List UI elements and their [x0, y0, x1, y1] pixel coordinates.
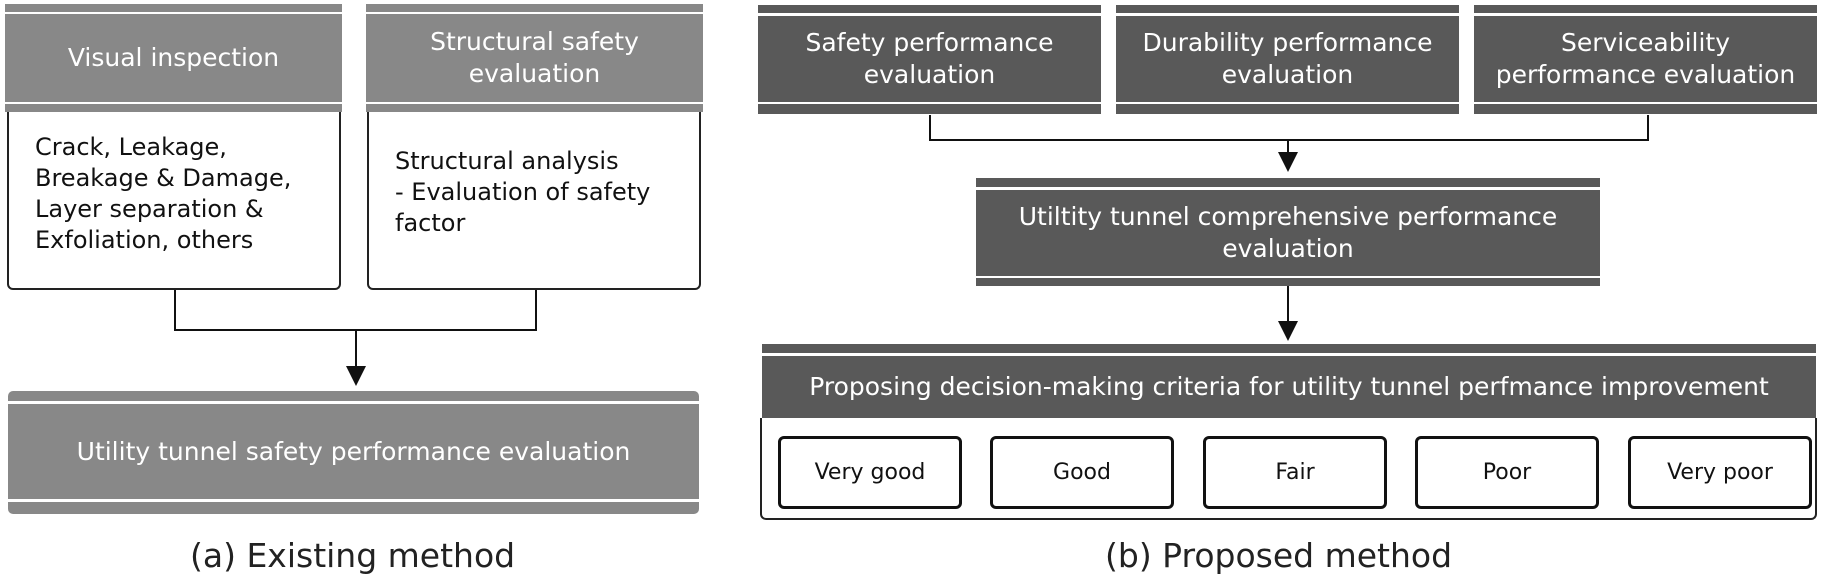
serviceability-performance-top-strip: [1474, 5, 1817, 13]
comprehensive-evaluation-bottom-strip: [976, 278, 1600, 286]
caption-proposed: (b) Proposed method: [1105, 536, 1453, 575]
visual-inspection-details: Crack, Leakage, Breakage & Damage, Layer…: [35, 133, 292, 254]
structural-safety-details: Structural analysis - Evaluation of safe…: [395, 147, 651, 237]
safety-performance-bottom-strip: [758, 104, 1101, 114]
comprehensive-evaluation-top-strip: [976, 178, 1600, 187]
rating-poor: Poor: [1415, 436, 1599, 509]
rating-fair: Fair: [1203, 436, 1387, 509]
safety-performance-result-bottom-strip: [8, 502, 699, 514]
safety-performance-result-box: Utility tunnel safety performance evalua…: [8, 404, 699, 499]
rating-very-poor: Very poor: [1628, 436, 1812, 509]
visual-inspection-bottom-strip: [5, 104, 342, 112]
comprehensive-evaluation-box: Utiltity tunnel comprehensive performanc…: [976, 190, 1600, 276]
rating-good: Good: [990, 436, 1174, 509]
visual-inspection-top-strip: [5, 4, 342, 12]
safety-performance-result-top-strip: [8, 391, 699, 401]
existing-arrow-head: [346, 366, 366, 386]
caption-existing: (a) Existing method: [190, 536, 516, 575]
safety-performance-header: Safety performance evaluation: [758, 16, 1101, 102]
structural-safety-bottom-strip: [366, 104, 703, 112]
structural-safety-details-box: Structural analysis - Evaluation of safe…: [367, 112, 701, 290]
existing-merge-connector: [174, 290, 537, 368]
visual-inspection-header: Visual inspection: [5, 14, 342, 102]
durability-performance-bottom-strip: [1116, 104, 1459, 114]
serviceability-performance-header: Serviceability performance evaluation: [1474, 16, 1817, 102]
visual-inspection-details-box: Crack, Leakage, Breakage & Damage, Layer…: [7, 112, 341, 290]
serviceability-performance-bottom-strip: [1474, 104, 1817, 114]
decision-criteria-header: Proposing decision-making criteria for u…: [762, 356, 1816, 418]
structural-safety-header: Structural safety evaluation: [366, 14, 703, 102]
decision-criteria-top-strip: [762, 344, 1816, 353]
rating-very-good: Very good: [778, 436, 962, 509]
proposed-arrow-head-2: [1278, 321, 1298, 341]
proposed-arrow-head-1: [1278, 152, 1298, 172]
durability-performance-top-strip: [1116, 5, 1459, 13]
safety-performance-top-strip: [758, 5, 1101, 13]
durability-performance-header: Durability performance evaluation: [1116, 16, 1459, 102]
structural-safety-top-strip: [366, 4, 703, 12]
